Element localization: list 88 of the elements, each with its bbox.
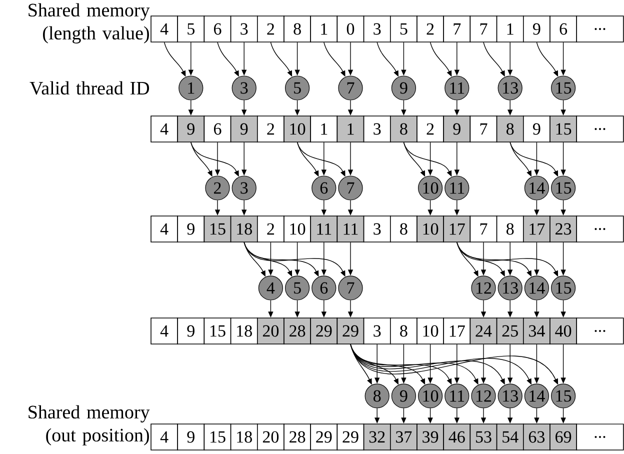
ellipsis-cell: ... [576, 116, 624, 142]
ellipsis-cell: ... [576, 318, 624, 344]
memory-cell: 4 [150, 318, 178, 344]
memory-cell: 9 [177, 318, 205, 344]
memory-cell: 10 [416, 318, 444, 344]
memory-cell: 4 [150, 116, 178, 142]
memory-cell: 7 [470, 16, 498, 42]
row-label: Shared memory (out position) [28, 405, 150, 446]
memory-cell: 5 [177, 16, 205, 42]
memory-cell: 28 [284, 318, 311, 344]
memory-cell: 2 [257, 216, 284, 242]
memory-cell: 2 [257, 16, 284, 42]
memory-cell: 8 [390, 216, 418, 242]
memory-cell: 24 [470, 318, 498, 344]
memory-cell: 29 [336, 424, 364, 450]
memory-cell: 11 [310, 216, 338, 242]
memory-cell: 3 [230, 16, 258, 42]
memory-cell: 18 [230, 318, 258, 344]
memory-cell: 8 [496, 216, 524, 242]
memory-cell: 6 [204, 16, 232, 42]
memory-cell: 28 [284, 424, 311, 450]
memory-cell: 5 [390, 16, 418, 42]
memory-cell: 3 [363, 16, 391, 42]
memory-cell: 54 [496, 424, 524, 450]
memory-cell: 23 [550, 216, 577, 242]
memory-cell: 2 [257, 116, 284, 142]
memory-cell: 3 [363, 318, 391, 344]
memory-cell: 6 [204, 116, 232, 142]
memory-cell: 10 [284, 216, 311, 242]
memory-cell: 11 [336, 216, 364, 242]
memory-cell: 8 [496, 116, 524, 142]
memory-cell: 2 [416, 16, 444, 42]
memory-cell: 53 [470, 424, 498, 450]
memory-cell: 7 [470, 216, 498, 242]
memory-cell: 10 [416, 216, 444, 242]
memory-cell: 2 [416, 116, 444, 142]
memory-cell: 9 [443, 116, 471, 142]
memory-cell: 17 [523, 216, 550, 242]
row-label: Shared memory (length value) [28, 3, 150, 44]
memory-cell: 29 [310, 424, 338, 450]
memory-cell: 17 [443, 216, 471, 242]
ellipsis-cell: ... [576, 424, 624, 450]
memory-cell: 7 [470, 116, 498, 142]
memory-cell: 3 [363, 116, 391, 142]
memory-cell: 4 [150, 216, 178, 242]
memory-cell: 15 [204, 216, 232, 242]
row-label: Valid thread ID [30, 81, 150, 95]
memory-cell: 69 [550, 424, 577, 450]
ellipsis-cell: ... [576, 16, 624, 42]
memory-cell: 6 [550, 16, 577, 42]
memory-cell: 15 [204, 318, 232, 344]
memory-cell: 15 [204, 424, 232, 450]
memory-cell: 40 [550, 318, 577, 344]
memory-cell: 17 [443, 318, 471, 344]
memory-cell: 63 [523, 424, 550, 450]
memory-cell: 10 [284, 116, 311, 142]
memory-cell: 34 [523, 318, 550, 344]
memory-cell: 8 [390, 116, 418, 142]
memory-cell: 9 [523, 16, 550, 42]
memory-cell: 1 [310, 16, 338, 42]
memory-cell: 18 [230, 216, 258, 242]
memory-cell: 9 [177, 424, 205, 450]
memory-cell: 46 [443, 424, 471, 450]
memory-cell: 29 [336, 318, 364, 344]
memory-cell: 9 [230, 116, 258, 142]
memory-cell: 25 [496, 318, 524, 344]
memory-cell: 1 [496, 16, 524, 42]
memory-cell: 29 [310, 318, 338, 344]
memory-cell: 8 [284, 16, 311, 42]
memory-cell: 1 [310, 116, 338, 142]
memory-cell: 3 [363, 216, 391, 242]
memory-cell: 37 [390, 424, 418, 450]
memory-cell: 20 [257, 424, 284, 450]
memory-cell: 32 [363, 424, 391, 450]
memory-cell: 20 [257, 318, 284, 344]
memory-cell: 15 [550, 116, 577, 142]
memory-cell: 4 [150, 424, 178, 450]
memory-cell: 7 [443, 16, 471, 42]
memory-cell: 9 [177, 116, 205, 142]
memory-cell: 9 [523, 116, 550, 142]
memory-cell: 0 [336, 16, 364, 42]
ellipsis-cell: ... [576, 216, 624, 242]
memory-cell: 9 [177, 216, 205, 242]
memory-cell: 4 [150, 16, 178, 42]
memory-cell: 8 [390, 318, 418, 344]
memory-cell: 39 [416, 424, 444, 450]
memory-cell: 1 [336, 116, 364, 142]
memory-cell: 18 [230, 424, 258, 450]
